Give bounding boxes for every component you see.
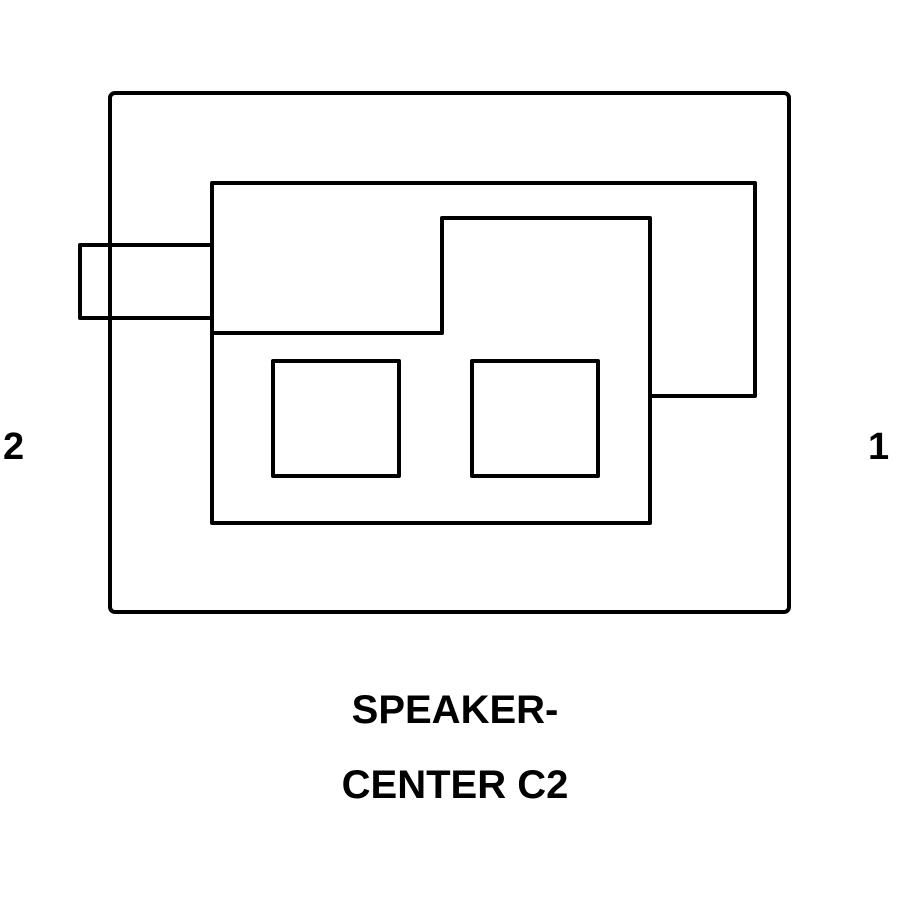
pin-2-label: 2 — [3, 426, 25, 468]
terminal-cavity-pin-1 — [470, 359, 600, 478]
connector-housing — [108, 91, 791, 614]
connector-caption-line-2: CENTER C2 — [341, 763, 569, 807]
locking-tab — [78, 243, 112, 320]
pin-1-label: 1 — [868, 426, 890, 468]
connector-caption-line-1: SPEAKER- — [351, 688, 559, 732]
latch-step-outline — [210, 216, 652, 398]
inner-body-outline — [210, 181, 757, 525]
terminal-cavity-pin-2 — [271, 359, 401, 478]
